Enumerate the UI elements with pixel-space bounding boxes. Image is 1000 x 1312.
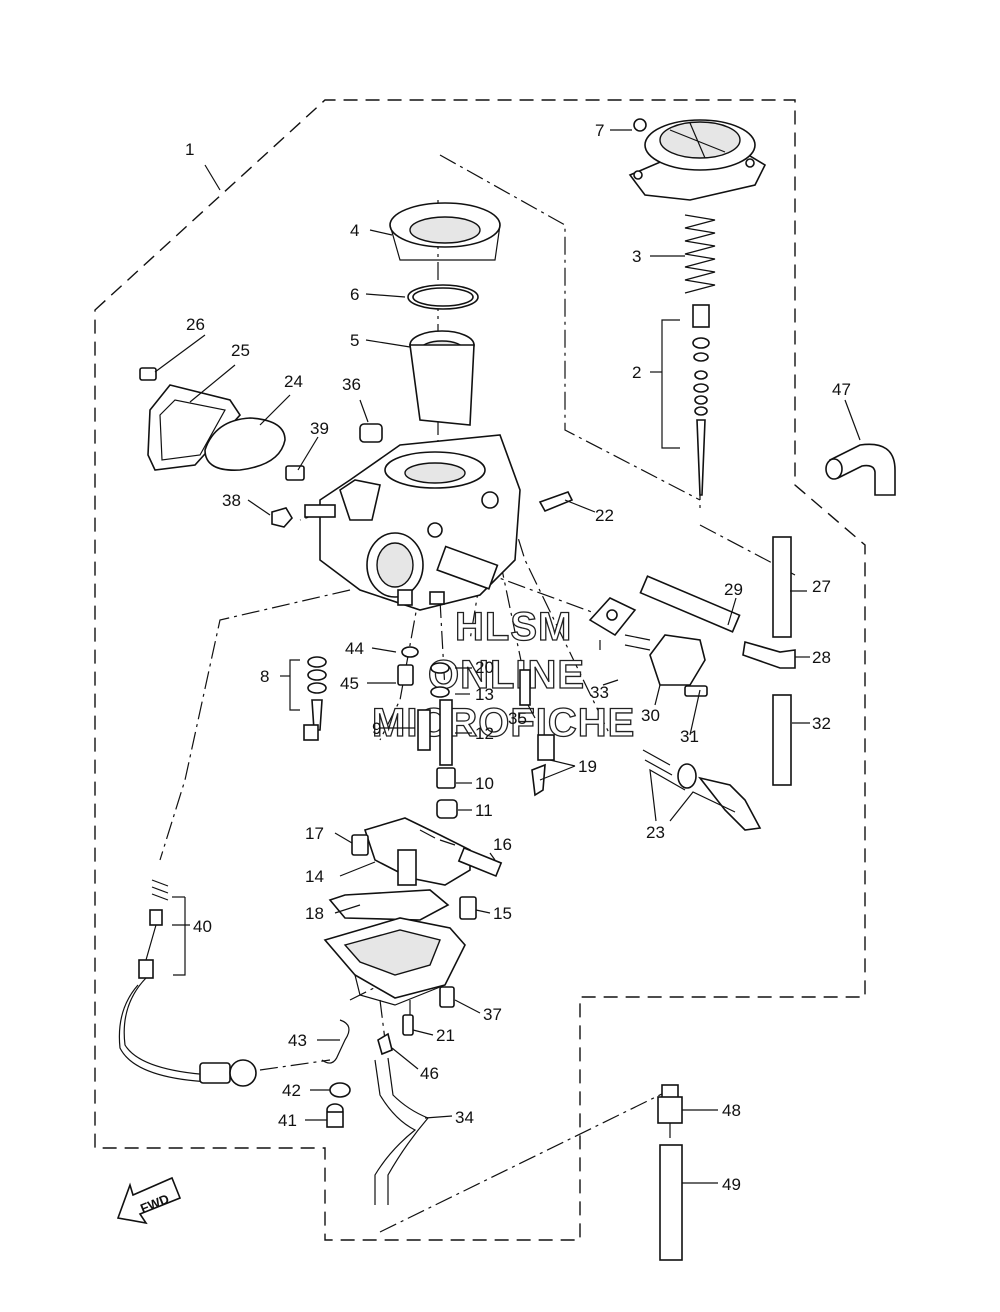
callout-44: 44 xyxy=(345,639,364,658)
callout-36: 36 xyxy=(342,375,361,394)
callout-13: 13 xyxy=(475,685,494,704)
callout-25: 25 xyxy=(231,341,250,360)
throttle-cable xyxy=(118,879,350,1087)
carburetor-body xyxy=(304,434,521,611)
callout-17: 17 xyxy=(305,824,324,843)
callout-1: 1 xyxy=(185,140,194,159)
callout-20: 20 xyxy=(475,658,494,677)
joint-and-hose xyxy=(657,1084,683,1261)
fitting xyxy=(538,491,574,513)
callout-19: 19 xyxy=(578,757,597,776)
pilot-screw-set xyxy=(289,656,327,741)
callout-26: 26 xyxy=(186,315,205,334)
callout-48: 48 xyxy=(722,1101,741,1120)
callout-23: 23 xyxy=(646,823,665,842)
callout-35: 35 xyxy=(508,709,527,728)
callout-18: 18 xyxy=(305,904,324,923)
callout-40: 40 xyxy=(193,917,212,936)
callout-47: 47 xyxy=(832,380,851,399)
callout-49: 49 xyxy=(722,1175,741,1194)
callout-41: 41 xyxy=(278,1111,297,1130)
cover-and-screws xyxy=(588,597,762,831)
assembly-boundary xyxy=(94,99,866,1241)
cap xyxy=(359,423,383,443)
callout-33: 33 xyxy=(590,683,609,702)
watermark: HLSM ONLINE MICROFICHE xyxy=(371,604,635,745)
callout-24: 24 xyxy=(284,372,303,391)
callout-2: 2 xyxy=(632,363,641,382)
callout-38: 38 xyxy=(222,491,241,510)
callout-4: 4 xyxy=(350,221,359,240)
watermark-line-2: ONLINE xyxy=(428,653,585,697)
leader-lines xyxy=(154,129,861,1184)
callout-15: 15 xyxy=(493,904,512,923)
pipe-set xyxy=(639,536,796,786)
callout-12: 12 xyxy=(475,724,494,743)
fwd-arrow: FWD xyxy=(116,1176,182,1225)
needle-set xyxy=(661,304,710,496)
callout-42: 42 xyxy=(282,1081,301,1100)
piston-valve xyxy=(409,330,475,426)
side-cover-parts xyxy=(139,367,305,528)
float-bowl xyxy=(323,917,466,1056)
callout-9: 9 xyxy=(372,719,381,738)
top-cover xyxy=(628,118,767,201)
callout-28: 28 xyxy=(812,648,831,667)
callout-10: 10 xyxy=(475,774,494,793)
jets xyxy=(397,646,555,819)
callout-16: 16 xyxy=(493,835,512,854)
callout-45: 45 xyxy=(340,674,359,693)
callout-7: 7 xyxy=(595,121,604,140)
watermark-line-1: HLSM xyxy=(455,605,572,649)
float-assembly xyxy=(328,817,503,921)
washer-and-bolt xyxy=(326,1082,351,1128)
callout-29: 29 xyxy=(724,580,743,599)
callout-32: 32 xyxy=(812,714,831,733)
callout-21: 21 xyxy=(436,1026,455,1045)
callout-30: 30 xyxy=(641,706,660,725)
o-ring xyxy=(407,284,479,310)
watermark-line-3: MICROFICHE xyxy=(372,701,635,745)
callout-39: 39 xyxy=(310,419,329,438)
callout-14: 14 xyxy=(305,867,324,886)
callout-46: 46 xyxy=(420,1064,439,1083)
callout-11: 11 xyxy=(475,801,493,820)
callout-3: 3 xyxy=(632,247,641,266)
callout-6: 6 xyxy=(350,285,359,304)
hose-elbow xyxy=(825,443,896,496)
callout-43: 43 xyxy=(288,1031,307,1050)
diaphragm xyxy=(389,202,501,261)
callout-5: 5 xyxy=(350,331,359,350)
callout-labels: 1 2 3 4 5 6 7 8 9 10 11 12 13 14 15 16 1… xyxy=(185,121,851,1194)
callout-34: 34 xyxy=(455,1108,474,1127)
callout-8: 8 xyxy=(260,667,269,686)
callout-22: 22 xyxy=(595,506,614,525)
callout-31: 31 xyxy=(680,727,699,746)
spring xyxy=(684,214,716,294)
callout-37: 37 xyxy=(483,1005,502,1024)
callout-27: 27 xyxy=(812,577,831,596)
